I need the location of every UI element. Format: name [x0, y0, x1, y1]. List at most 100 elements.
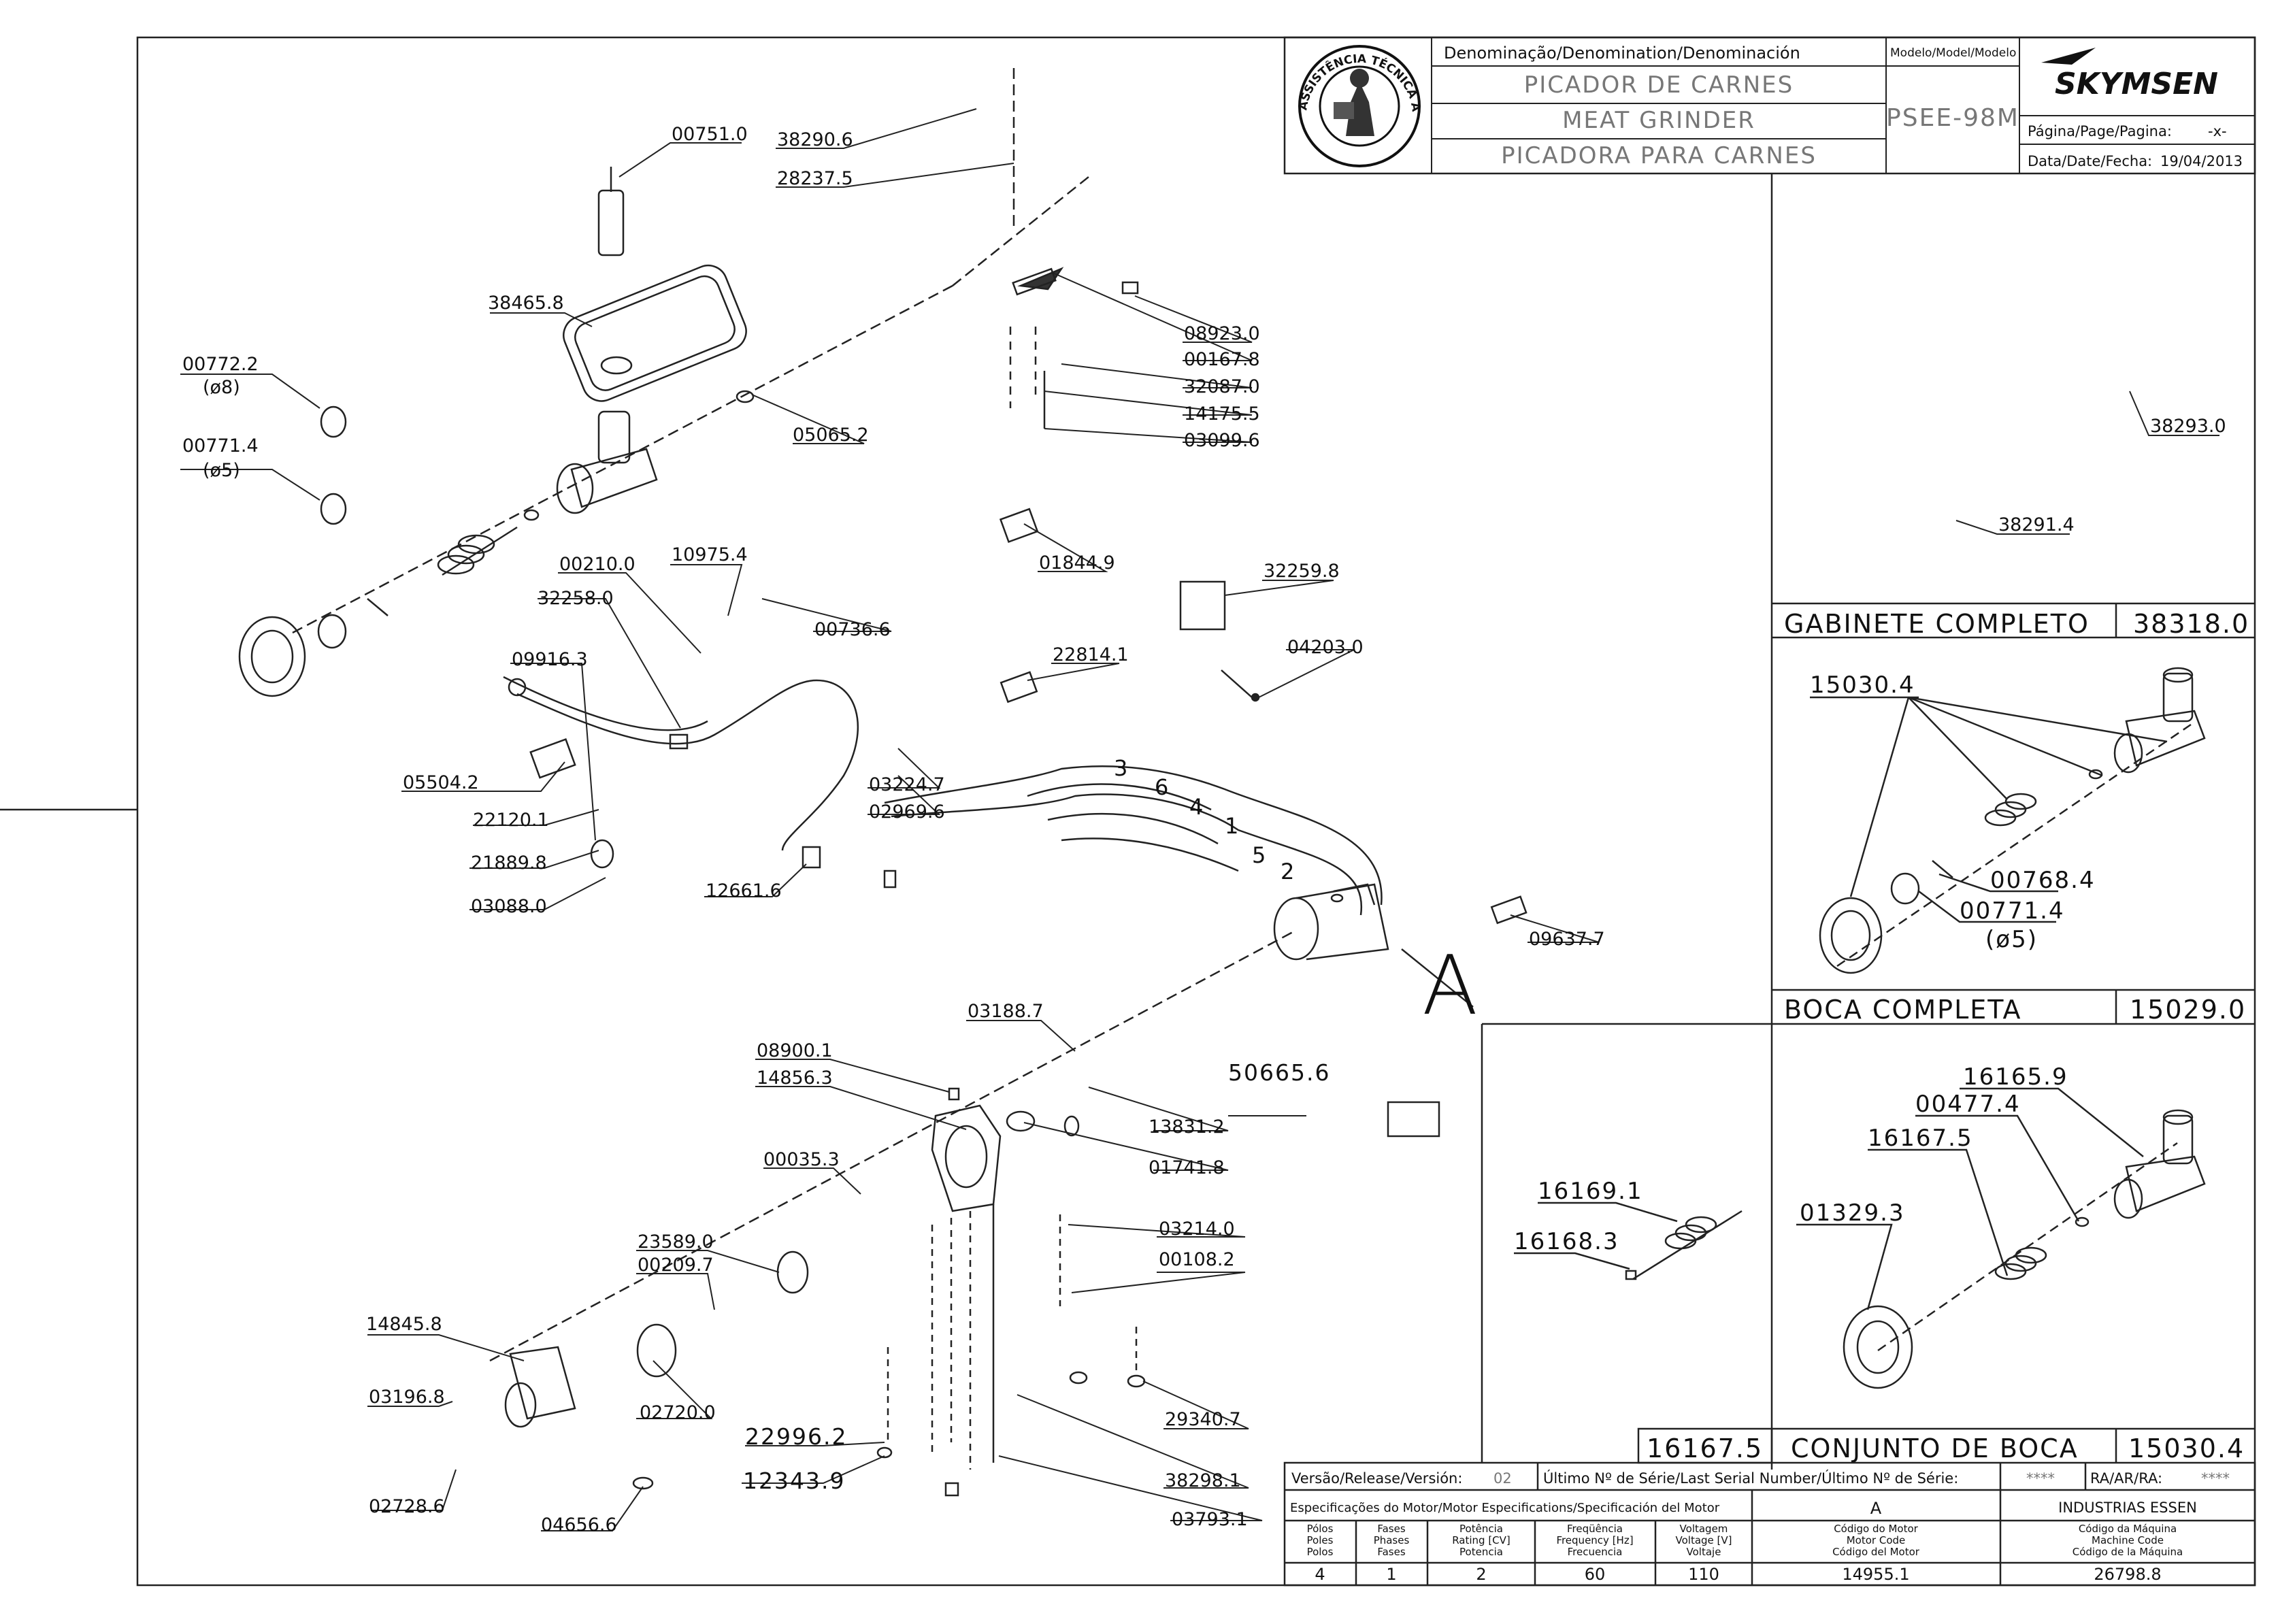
gabinete-label: GABINETE COMPLETO	[1784, 609, 2090, 639]
part-labels: 00751.0 38290.6 28237.5 38465.8 00772.2 …	[182, 124, 1605, 1536]
part-03188: 03188.7	[968, 1001, 1044, 1022]
part-00736: 00736.6	[814, 619, 891, 640]
part-08900: 08900.1	[757, 1040, 833, 1061]
part-00751: 00751.0	[672, 124, 748, 145]
motor-letter: A	[1870, 1499, 1882, 1518]
part-16169: 16169.1	[1538, 1178, 1643, 1205]
part-21889: 21889.8	[471, 852, 547, 874]
part-05065: 05065.2	[793, 425, 869, 446]
view-letter: A	[1422, 939, 1478, 1033]
part-38298: 38298.1	[1165, 1470, 1241, 1491]
col-phases-2: Phases	[1374, 1534, 1410, 1546]
part-28237: 28237.5	[777, 168, 853, 189]
val-poles: 4	[1315, 1565, 1325, 1584]
name-es: PICADORA PARA CARNES	[1501, 142, 1817, 169]
boca-code: 15029.0	[2130, 995, 2246, 1025]
part-22120: 22120.1	[473, 810, 549, 831]
part-00771-boca: 00771.4	[1960, 897, 2065, 925]
footer-values: 4 1 2 60 110 14955.1 26798.8	[1315, 1565, 2161, 1584]
part-16167-conjunto: 16167.5	[1868, 1125, 1973, 1152]
val-freq: 60	[1585, 1565, 1606, 1584]
col-motor-code-3: Código del Motor	[1832, 1546, 1920, 1558]
sheet-frame	[0, 36, 2256, 1587]
val-phases: 1	[1386, 1565, 1396, 1584]
main-exploded-geometry	[238, 68, 1528, 1497]
part-01844: 01844.9	[1039, 552, 1115, 574]
part-38291: 38291.4	[1998, 514, 2075, 535]
date-value: 19/04/2013	[2160, 153, 2243, 169]
part-50665: 50665.6	[1228, 1059, 1330, 1086]
page-value: -x-	[2208, 123, 2227, 139]
model-value: PSEE-98M	[1886, 104, 2019, 132]
motor-spec-label: Especificações do Motor/Motor Especifica…	[1290, 1501, 1720, 1515]
col-machine-code-2: Machine Code	[2092, 1534, 2164, 1546]
part-14845: 14845.8	[366, 1314, 442, 1335]
part-02720: 02720.0	[640, 1402, 716, 1423]
part-10975: 10975.4	[672, 544, 748, 565]
part-15030-boca: 15030.4	[1810, 672, 1915, 699]
val-machine-code: 26798.8	[2094, 1565, 2161, 1584]
page-label: Página/Page/Pagina:	[2028, 123, 2172, 139]
col-power-1: Potência	[1459, 1523, 1503, 1535]
col-freq-2: Frequency [Hz]	[1556, 1534, 1633, 1546]
gabinete-code: 38318.0	[2133, 609, 2249, 639]
part-03088: 03088.0	[471, 896, 547, 917]
col-phases-1: Fases	[1377, 1523, 1405, 1535]
ra-label: RA/AR/RA:	[2090, 1470, 2162, 1487]
part-00108: 00108.2	[1159, 1249, 1235, 1270]
col-poles-2: Poles	[1307, 1534, 1334, 1546]
part-13831: 13831.2	[1149, 1116, 1225, 1138]
version-value: 02	[1493, 1470, 1512, 1487]
skymsen-logo: SKYMSEN	[2041, 48, 2218, 101]
right-panels-frame	[1481, 173, 2255, 1470]
part-00771-boca-note: (ø5)	[1985, 926, 2038, 953]
part-00035: 00035.3	[763, 1149, 840, 1170]
part-00771: 00771.4	[182, 435, 259, 457]
seal-text: ASSISTÊNCIA TÉCNICA AUTORIZADA	[0, 0, 1423, 113]
col-motor-code-1: Código do Motor	[1834, 1523, 1918, 1535]
part-03793: 03793.1	[1172, 1509, 1248, 1530]
part-00209: 00209.7	[638, 1255, 714, 1276]
part-32087: 32087.0	[1184, 376, 1260, 397]
boca-completa-drawing	[1810, 667, 2206, 974]
part-32258: 32258.0	[538, 588, 614, 609]
conjunto-label: CONJUNTO DE BOCA	[1791, 1434, 2079, 1463]
part-29340: 29340.7	[1165, 1409, 1241, 1430]
col-volt-2: Voltage [V]	[1676, 1534, 1732, 1546]
maker-name: INDUSTRIAS ESSEN	[2058, 1499, 2197, 1516]
worm-assembly-drawing	[1514, 1202, 1743, 1280]
wire-num-4: 4	[1189, 794, 1204, 820]
part-12661: 12661.6	[706, 880, 782, 901]
wire-num-5: 5	[1252, 842, 1267, 868]
version-label: Versão/Release/Versión:	[1291, 1470, 1462, 1487]
col-motor-code-2: Motor Code	[1847, 1534, 1906, 1546]
part-03214: 03214.0	[1159, 1219, 1235, 1240]
part-00771-note: (ø5)	[203, 460, 240, 481]
part-05504: 05504.2	[403, 772, 479, 793]
part-01741: 01741.8	[1149, 1157, 1225, 1178]
conjunto-code: 15030.4	[2128, 1434, 2245, 1463]
col-volt-1: Voltagem	[1680, 1523, 1728, 1535]
serial-value: ****	[2026, 1470, 2055, 1487]
part-03224: 03224.7	[869, 774, 945, 795]
col-freq-3: Frecuencia	[1568, 1546, 1623, 1558]
boca-label: BOCA COMPLETA	[1784, 995, 2022, 1025]
val-power: 2	[1476, 1565, 1486, 1584]
part-14175: 14175.5	[1184, 403, 1260, 425]
part-14856: 14856.3	[757, 1067, 833, 1089]
wire-num-6: 6	[1155, 774, 1170, 800]
part-00772-note: (ø8)	[203, 377, 240, 398]
part-03196: 03196.8	[369, 1387, 445, 1408]
wire-num-2: 2	[1281, 859, 1295, 884]
wire-num-3: 3	[1114, 755, 1129, 781]
col-power-3: Potencia	[1459, 1546, 1503, 1558]
part-02969: 02969.6	[869, 801, 945, 823]
part-16165: 16165.9	[1963, 1063, 2068, 1091]
gabinete-leaders	[1955, 391, 2219, 535]
part-09637: 09637.7	[1529, 929, 1605, 950]
part-08923: 08923.0	[1184, 323, 1260, 344]
leader-lines	[180, 108, 1600, 1531]
col-freq-1: Freqüência	[1567, 1523, 1623, 1535]
footer-column-headers: Pólos Poles Polos Fases Phases Fases Pot…	[1307, 1523, 2183, 1558]
